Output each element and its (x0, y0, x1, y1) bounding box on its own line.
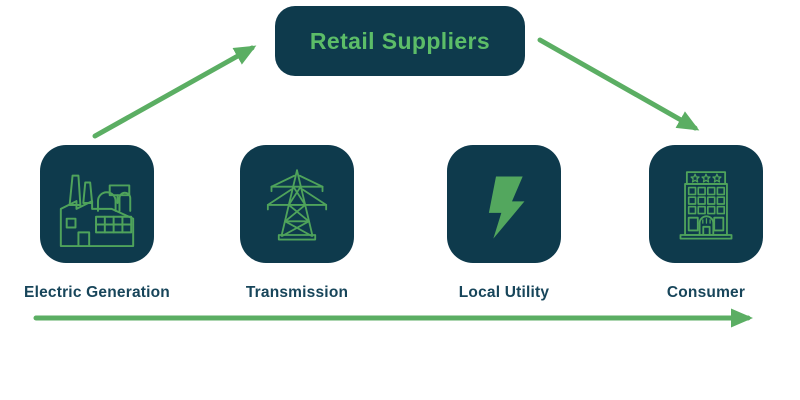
label-transmission: Transmission (245, 284, 349, 301)
lightning-bolt-icon (464, 164, 544, 244)
retail-suppliers-title: Retail Suppliers (309, 27, 491, 54)
building-icon (665, 163, 747, 245)
arrow-retail-to-consumer (537, 37, 700, 131)
retail-suppliers-box: Retail Suppliers (275, 6, 525, 76)
stage-box-electric-generation (40, 145, 154, 263)
stage-box-local-utility (447, 145, 561, 263)
arrow-generation-to-retail (92, 45, 257, 139)
transmission-tower-icon (256, 163, 338, 245)
stage-box-transmission (240, 145, 354, 263)
label-consumer: Consumer (666, 284, 746, 301)
factory-icon (53, 160, 141, 248)
label-local-utility: Local Utility (458, 284, 550, 301)
label-electric-generation: Electric Generation (24, 284, 170, 301)
stage-box-consumer (649, 145, 763, 263)
